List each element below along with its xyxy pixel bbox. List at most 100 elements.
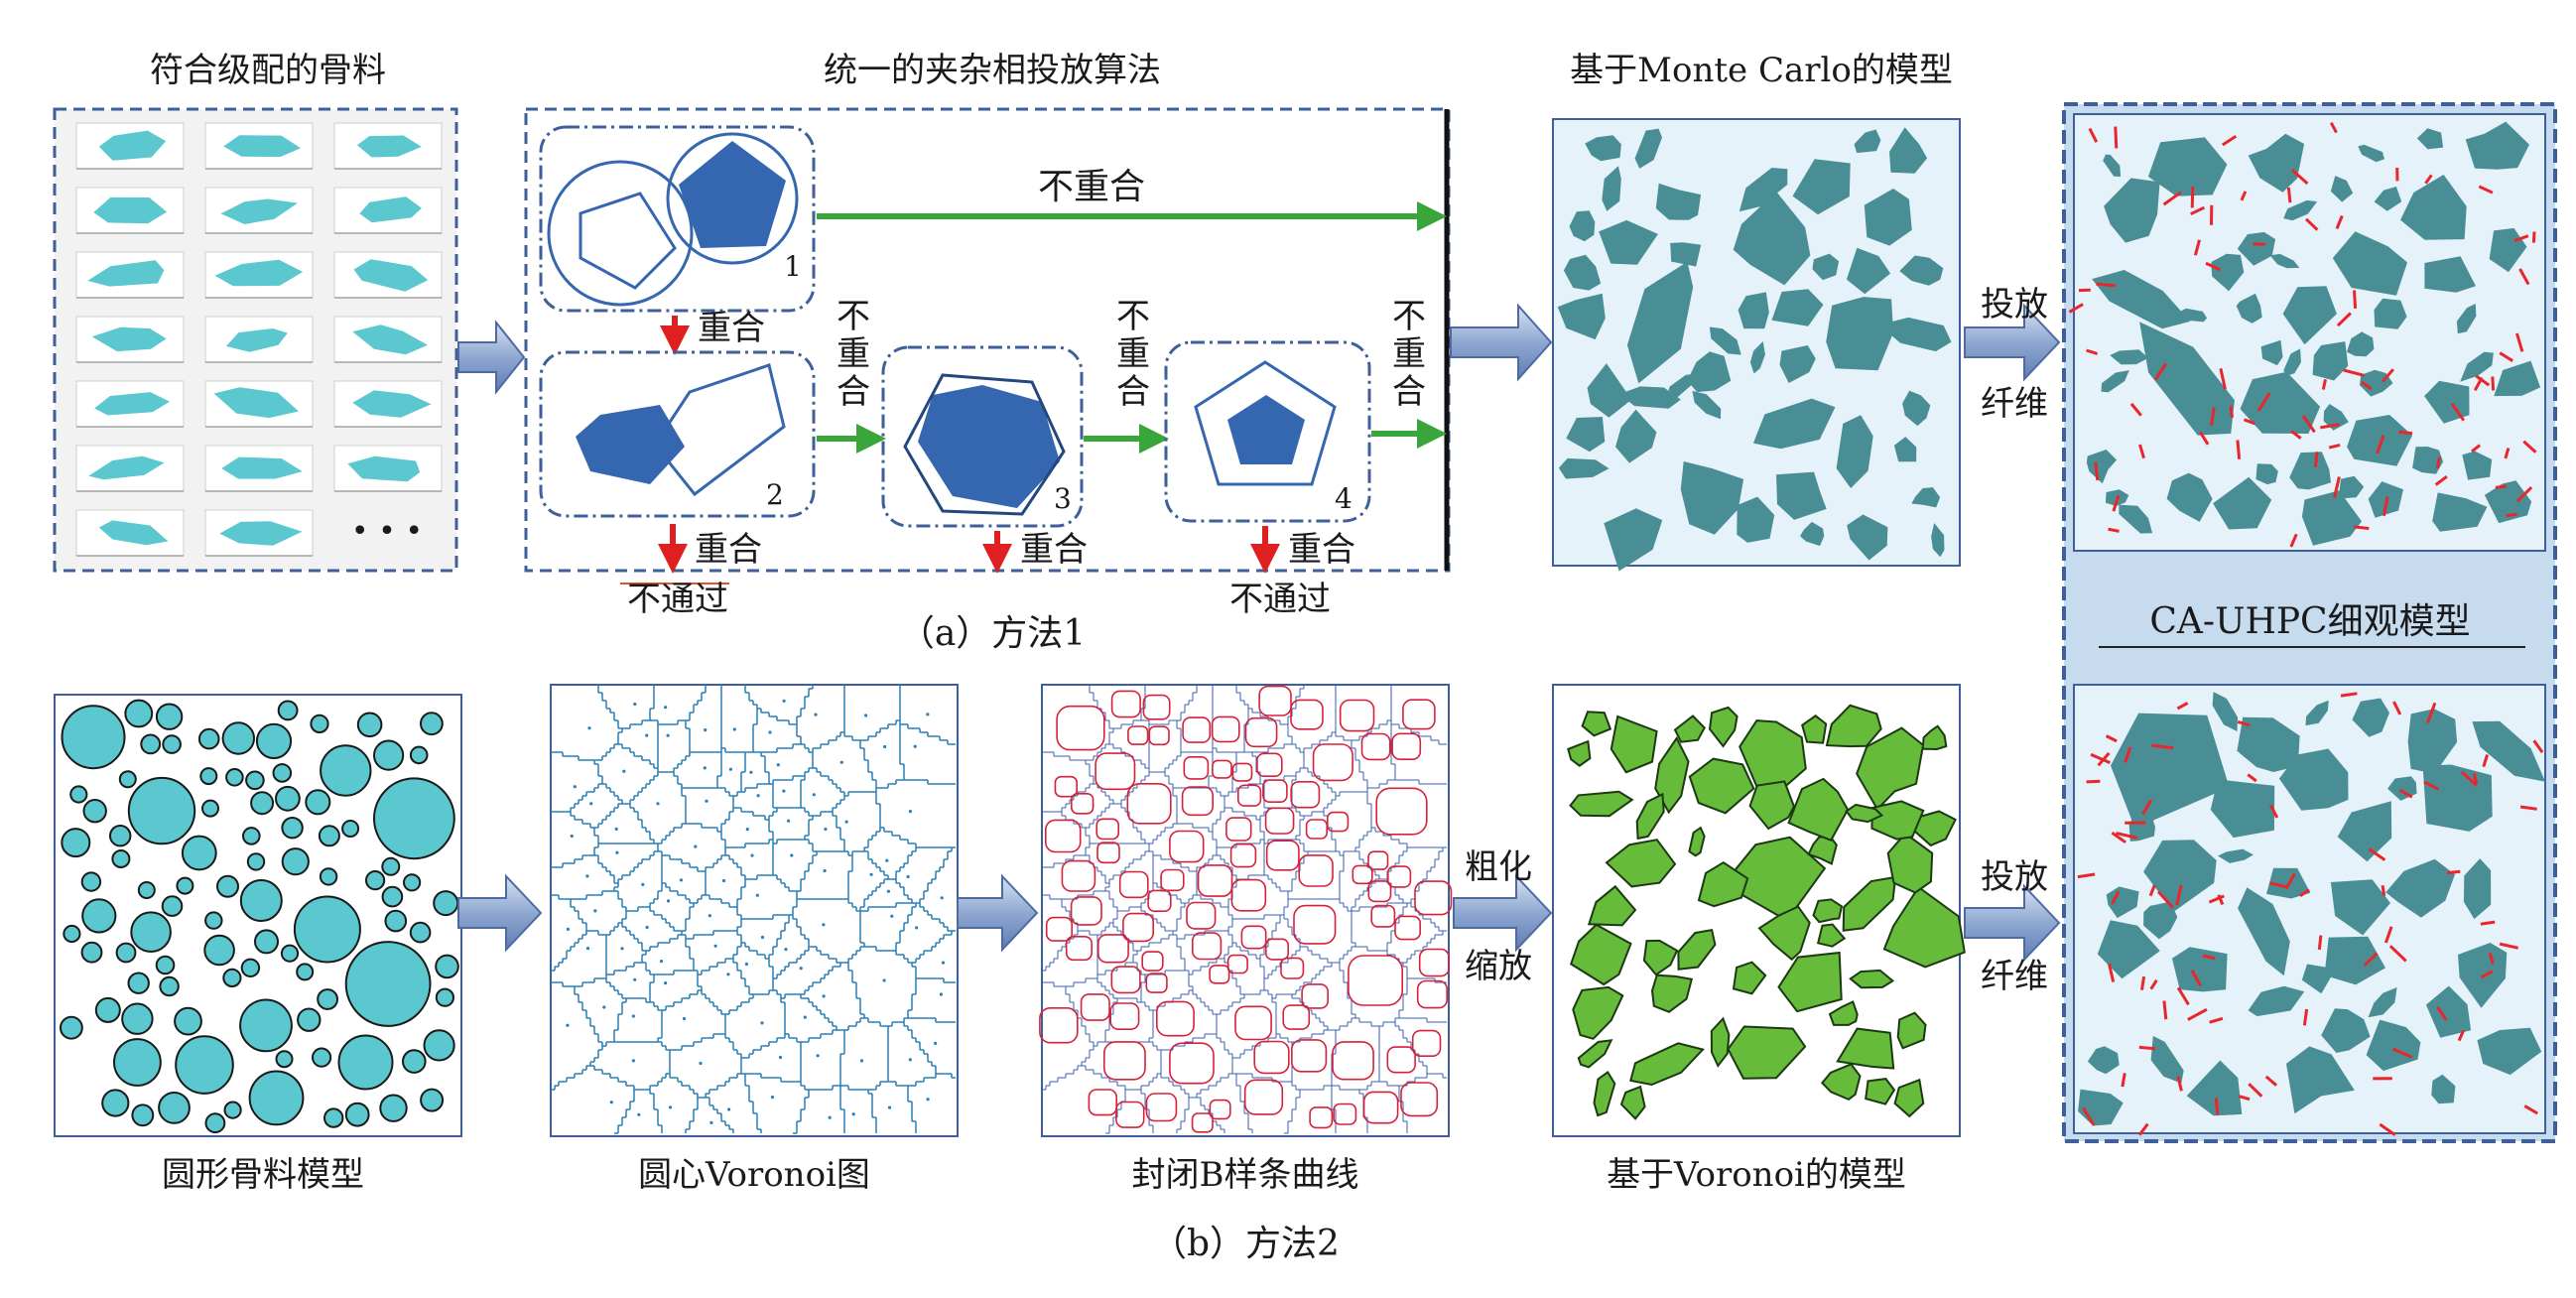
circle-aggregate — [81, 898, 117, 934]
aggregate-polygon — [1688, 757, 1755, 815]
aggregate-polygon — [1738, 292, 1769, 329]
circle-aggregate — [130, 911, 172, 954]
bspline-closed-curve — [1305, 819, 1328, 840]
aggregate-polygon — [1825, 704, 1882, 748]
voronoi-seed-point — [913, 744, 917, 748]
aggregate-thumbnail — [359, 196, 422, 223]
aggregate-polygon — [2347, 331, 2375, 357]
bspline-closed-curve — [1211, 715, 1240, 743]
steel-fiber — [2425, 702, 2437, 724]
voronoi-seed-point — [721, 878, 726, 883]
steel-fiber — [2284, 872, 2296, 889]
circle-aggregate — [373, 739, 405, 771]
aggregate-polygon — [2166, 472, 2213, 522]
aggregate-polygon — [1820, 1063, 1862, 1102]
steel-fiber — [2513, 234, 2529, 243]
steel-fiber — [2506, 512, 2517, 518]
voronoi-seed-point — [570, 834, 574, 839]
bspline-closed-curve — [1169, 830, 1205, 863]
aggregate-polygon — [1687, 351, 1732, 393]
aggregate-polygon — [1749, 341, 1765, 374]
steel-fiber — [2214, 1098, 2220, 1115]
aggregate-polygon — [1812, 898, 1844, 924]
circle-aggregate — [140, 733, 162, 755]
bspline-closed-curve — [1309, 1106, 1334, 1129]
bspline-closed-curve — [1126, 782, 1172, 825]
bspline-closed-curve — [1265, 840, 1300, 871]
steel-fiber — [2202, 954, 2216, 961]
voronoi-seed-point — [704, 728, 708, 732]
circle-a — [547, 160, 694, 307]
aggregate-polygon — [2282, 286, 2337, 345]
voronoi-seed-point — [633, 702, 637, 707]
aggregate-polygon — [2212, 692, 2239, 731]
open-pentagon-2 — [653, 363, 786, 497]
steel-fiber — [2321, 378, 2327, 390]
steel-fiber — [2335, 214, 2344, 229]
bspline-closed-curve — [1348, 955, 1404, 1006]
voronoi-seed-point — [882, 978, 886, 982]
circle-aggregate — [250, 791, 275, 816]
steel-fiber — [2353, 290, 2358, 309]
circle-aggregate — [155, 955, 176, 975]
circle-aggregate — [80, 871, 102, 892]
aggregate-polygon — [2422, 764, 2493, 832]
steel-fiber — [2447, 869, 2461, 875]
circle-aggregate — [69, 785, 88, 804]
title-montecarlo: 基于Monte Carlo的模型 — [1570, 51, 1953, 90]
voronoi-seed-point — [787, 819, 791, 823]
aggregate-polygon — [1893, 437, 1917, 462]
circle-aggregate — [131, 1103, 155, 1127]
aggregate-polygon — [1585, 135, 1621, 162]
bspline-closed-curve — [1291, 1039, 1328, 1073]
circle-aggregate — [272, 763, 293, 783]
circle-aggregate — [409, 745, 429, 765]
steel-fiber — [2398, 430, 2413, 436]
aggregate-polygon — [2358, 144, 2384, 163]
aggregate-polygon — [2238, 887, 2290, 976]
bspline-closed-curve — [1386, 1046, 1416, 1074]
circle-aggregate — [344, 1102, 370, 1127]
aggregate-thumbnail — [352, 324, 428, 355]
steel-fiber — [2112, 494, 2121, 512]
voronoi-seed-point — [633, 977, 637, 981]
aggregate-polygon — [2248, 133, 2305, 193]
aggregate-polygon — [2460, 351, 2494, 382]
voronoi-seed-point — [631, 1059, 636, 1063]
aggregate-polygon — [2462, 451, 2493, 480]
aggregate-polygon — [1896, 1011, 1927, 1050]
no-overlap-label-top: 不重合 — [1038, 167, 1145, 207]
aggregate-thumbnail — [93, 196, 168, 224]
voronoi-seed-point — [864, 714, 868, 717]
bspline-closed-curve — [1416, 979, 1448, 1009]
circle-aggregate — [305, 789, 331, 816]
circle-aggregate — [225, 768, 244, 787]
ca-uhpc-title: CA-UHPC细观模型 — [2149, 601, 2470, 642]
steel-fiber — [2519, 805, 2537, 811]
flow-arrow-fiber-b — [1964, 883, 2061, 963]
steel-fiber — [2376, 435, 2385, 454]
no-overlap-vertical-1-char-1: 不 — [837, 297, 870, 336]
steel-fiber — [2111, 831, 2126, 844]
aggregate-polygon — [2465, 121, 2529, 170]
steel-fiber — [2450, 402, 2466, 422]
aggregate-polygon — [1619, 386, 1681, 409]
aggregate-polygon — [2104, 178, 2160, 243]
voronoi-seed-point — [778, 1055, 783, 1060]
voronoi-seed-point — [844, 820, 848, 824]
aggregate-polygon — [2412, 447, 2444, 474]
steel-fiber — [2523, 1104, 2538, 1115]
voronoi-seed-point — [824, 827, 828, 832]
fiber-label-b-1: 投放 — [1981, 857, 2048, 897]
bspline-closed-curve — [1160, 868, 1185, 892]
circle-aggregate — [312, 1047, 332, 1068]
bspline-closed-curve — [1298, 854, 1334, 887]
aggregate-polygon — [1629, 1042, 1706, 1087]
voronoi-seed-point — [732, 727, 736, 731]
bspline-closed-curve — [1110, 690, 1141, 718]
steel-fiber — [2314, 452, 2319, 467]
steel-fiber — [2256, 392, 2271, 412]
bspline-closed-curve — [1362, 1091, 1399, 1124]
open-pentagon-1 — [579, 192, 677, 290]
voronoi-seed-point — [699, 1061, 703, 1066]
